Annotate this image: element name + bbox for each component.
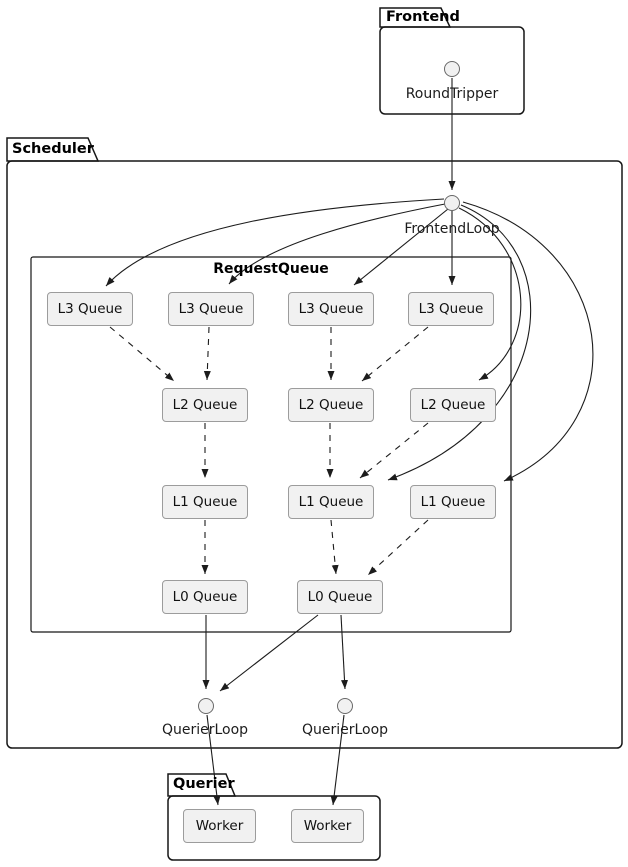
frontend-package-title: Frontend — [386, 9, 460, 25]
edge-frontendloop-to-l3-queue-1 — [105, 198, 445, 287]
edge-l1-queue-3-to-l0-queue-2 — [367, 519, 429, 576]
querier-package-title: Querier — [173, 776, 235, 792]
request-queue-title: RequestQueue — [213, 261, 329, 277]
edge-frontendloop-to-l2-queue-3 — [458, 207, 522, 381]
querierloop-2-circle-node — [337, 698, 353, 714]
scheduler-package-body — [6, 160, 623, 749]
l0-queue-2-node: L0 Queue — [297, 580, 383, 614]
roundtripper-label: RoundTripper — [405, 86, 499, 102]
edge-querierloop-2-to-worker-2 — [330, 714, 345, 806]
l1-queue-1-node: L1 Queue — [162, 485, 248, 519]
worker-1-node: Worker — [183, 809, 256, 843]
worker-2-node: Worker — [291, 809, 364, 843]
l0-queue-1-node: L0 Queue — [162, 580, 248, 614]
edge-l1-queue-2-to-l0-queue-2 — [330, 519, 339, 575]
l1-queue-3-node: L1 Queue — [410, 485, 496, 519]
l3-queue-1-node: L3 Queue — [47, 292, 133, 326]
edge-frontendloop-to-l1-queue-2 — [387, 204, 532, 481]
l3-queue-3-node: L3 Queue — [288, 292, 374, 326]
querierloop-1-circle-node — [198, 698, 214, 714]
l1-queue-2-node: L1 Queue — [288, 485, 374, 519]
edge-l0-queue-2-to-querierloop-1 — [219, 614, 319, 692]
edge-frontendloop-to-l3-queue-3 — [353, 208, 449, 286]
querierloop-2-label: QuerierLoop — [301, 722, 389, 738]
edge-l0-queue-2-to-querierloop-2 — [340, 614, 349, 690]
edge-frontendloop-to-l1-queue-3 — [462, 201, 594, 482]
l3-queue-2-node: L3 Queue — [168, 292, 254, 326]
l3-queue-4-node: L3 Queue — [408, 292, 494, 326]
edge-l3-queue-2-to-l2-queue-1 — [203, 326, 211, 381]
l2-queue-2-node: L2 Queue — [288, 388, 374, 422]
querier-package-body — [167, 795, 381, 861]
edge-querierloop-1-to-worker-1 — [206, 714, 221, 806]
frontendloop-circle-node — [444, 195, 460, 211]
edge-l3-queue-4-to-l2-queue-2 — [361, 326, 429, 382]
roundtripper-circle-node — [444, 61, 460, 77]
scheduler-package-title: Scheduler — [12, 141, 94, 157]
edge-l2-queue-3-to-l1-queue-2 — [359, 422, 429, 479]
frontendloop-label: FrontendLoop — [404, 221, 500, 237]
l2-queue-3-node: L2 Queue — [410, 388, 496, 422]
l2-queue-1-node: L2 Queue — [162, 388, 248, 422]
querierloop-1-label: QuerierLoop — [161, 722, 249, 738]
request-queue-box — [30, 256, 512, 633]
edge-frontendloop-to-l3-queue-2 — [228, 203, 446, 285]
edge-l3-queue-1-to-l2-queue-1 — [109, 326, 175, 382]
